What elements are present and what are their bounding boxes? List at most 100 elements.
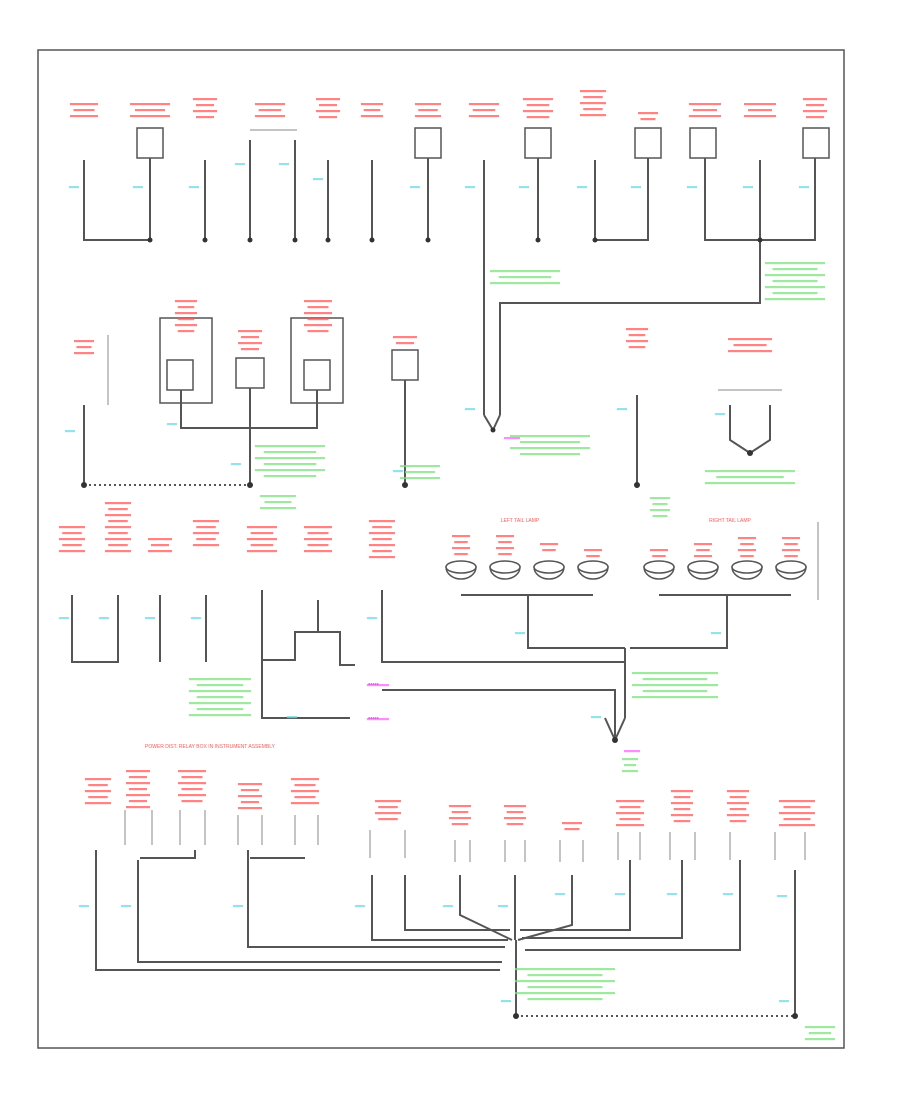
component-label-text	[728, 350, 772, 353]
component-label-text	[361, 115, 383, 118]
wire-code-text	[615, 893, 625, 896]
component-label-text	[196, 104, 214, 107]
component-label-text	[238, 342, 262, 345]
ground-nodes	[81, 450, 753, 488]
component-box	[802, 127, 830, 159]
component-box	[303, 359, 331, 391]
wire-code-text	[121, 905, 131, 908]
connector-pins	[559, 840, 584, 862]
component-label-text	[108, 508, 128, 511]
ground-label-text	[805, 1038, 835, 1041]
component-label-text	[250, 532, 274, 535]
component-label-text	[70, 103, 98, 106]
ground-label-text	[632, 696, 718, 699]
component-label-text	[454, 553, 468, 556]
ground-wire	[83, 160, 150, 241]
connector-pins	[237, 815, 263, 845]
wire-code-text	[711, 632, 721, 635]
component-box	[235, 357, 265, 389]
component-label-text	[175, 300, 197, 303]
ground-label-text	[652, 515, 668, 518]
ground-label-text	[765, 274, 825, 277]
component-label-text	[361, 103, 383, 106]
component-label-text	[369, 520, 395, 523]
component-label-text	[175, 312, 197, 315]
component-label-text	[181, 800, 203, 803]
wire-code-text	[99, 617, 109, 620]
ground-label-text	[772, 292, 818, 295]
ground-label-text	[808, 1032, 832, 1035]
component-label-text	[307, 544, 329, 547]
component-label-text	[806, 116, 824, 119]
component-label-text	[803, 110, 827, 113]
component-label-text	[729, 796, 747, 799]
component-label-text	[126, 794, 150, 797]
connector-code-text	[624, 750, 640, 753]
connector-code-labels	[367, 437, 640, 753]
ground-wire	[525, 860, 741, 951]
component-label-text	[694, 543, 712, 546]
component-label-text	[673, 820, 691, 823]
wire-code-text	[79, 905, 89, 908]
ground-node	[792, 1013, 798, 1019]
component-label-text	[782, 537, 800, 540]
ground-wire	[381, 590, 625, 663]
component-label-text	[88, 784, 108, 787]
ground-label-text	[189, 690, 251, 693]
component-label-text	[193, 110, 217, 113]
component-label-text	[694, 555, 712, 558]
row-4-wiring: POWER DIST. RELAY BOX IN INSTRUMENT ASSE…	[95, 744, 806, 1019]
wire-code-labels	[59, 163, 809, 1003]
component-label-text	[803, 98, 827, 101]
ground-label-text	[622, 758, 638, 761]
wire-code-text	[133, 186, 143, 189]
wire-end-markers	[147, 237, 763, 243]
component-label-text	[526, 104, 550, 107]
component-label-text	[498, 541, 512, 544]
component-label-text	[782, 549, 800, 552]
component-label-text	[62, 544, 82, 547]
ground-label-text	[515, 992, 615, 995]
component-label-text	[319, 116, 337, 119]
component-label-text	[451, 823, 469, 826]
ground-wire	[404, 875, 510, 931]
component-label-text	[196, 526, 216, 529]
component-label-text	[291, 802, 319, 805]
component-box	[524, 127, 552, 159]
component-label-text	[304, 300, 332, 303]
component-label-text	[74, 340, 94, 343]
component-label-text	[496, 535, 514, 538]
instrument-assembly-label: POWER DIST. RELAY BOX IN INSTRUMENT ASSE…	[145, 744, 276, 750]
component-label-text	[783, 818, 811, 821]
component-label-text	[294, 784, 316, 787]
component-label-text	[238, 795, 262, 798]
component-label-text	[108, 544, 128, 547]
ground-wire	[517, 875, 573, 941]
ground-label-text	[189, 714, 251, 717]
component-label-text	[396, 342, 414, 345]
component-label-text	[393, 336, 417, 339]
wire-code-text	[167, 423, 177, 426]
component-label-text	[105, 550, 131, 553]
connector-code-text	[504, 437, 520, 440]
ground-label-text	[498, 276, 552, 279]
component-label-text	[619, 818, 641, 821]
component-label-text	[369, 556, 395, 559]
component-label-text	[583, 96, 603, 99]
ground-point-labels	[189, 262, 835, 1041]
component-label-text	[628, 334, 646, 337]
component-label-text	[148, 538, 172, 541]
component-label-text	[196, 538, 216, 541]
component-label-text	[135, 109, 165, 112]
component-label-text	[372, 538, 392, 541]
ground-wire	[499, 240, 761, 415]
component-label-text	[73, 109, 95, 112]
ground-label-text	[520, 453, 580, 456]
component-label-text	[193, 520, 219, 523]
component-label-text	[580, 114, 606, 117]
component-label-text	[626, 340, 648, 343]
component-label-text	[241, 789, 259, 792]
component-label-text	[733, 344, 767, 347]
component-label-text	[378, 806, 398, 809]
ground-wire	[137, 860, 502, 963]
